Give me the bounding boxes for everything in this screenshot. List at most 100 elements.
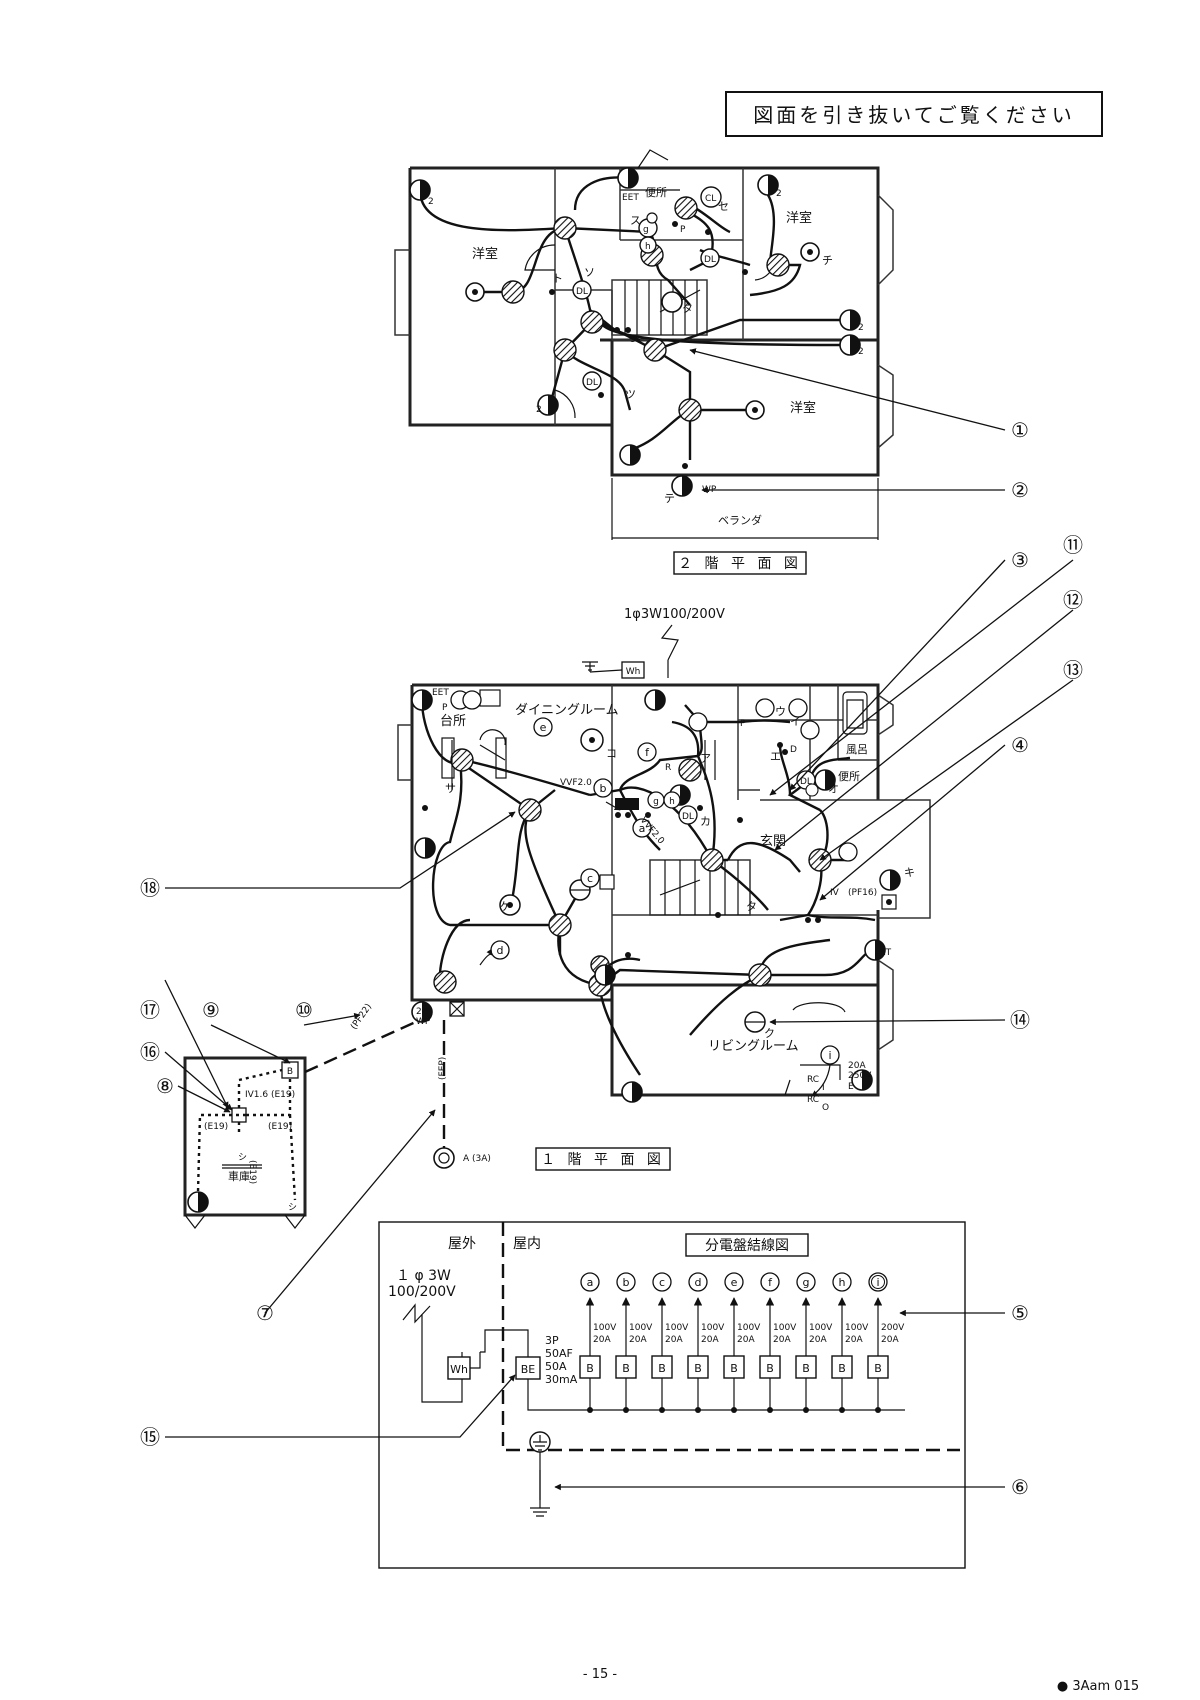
svg-text:B: B xyxy=(287,1067,293,1077)
ceiling-light-cl-icon xyxy=(838,842,858,862)
svg-text:エ: エ xyxy=(770,750,781,763)
svg-text:DL: DL xyxy=(586,378,598,388)
svg-text:2: 2 xyxy=(536,405,542,415)
svg-text:ベランダ: ベランダ xyxy=(718,513,762,527)
svg-text:O: O xyxy=(822,1103,829,1113)
svg-text:(E19): (E19) xyxy=(268,1122,292,1132)
floor1-plan: 1φ3W100/200V Wh xyxy=(183,607,931,1229)
callout-12: ⑫ xyxy=(1063,588,1083,612)
distribution-panel xyxy=(615,798,639,810)
svg-text:玄関: 玄関 xyxy=(760,834,786,849)
svg-text:2: 2 xyxy=(428,197,434,207)
callout-17: ⑰ xyxy=(140,998,160,1022)
branch-current: 20A xyxy=(737,1335,755,1345)
circuit-marker-e: e xyxy=(533,717,553,737)
svg-text:ア: ア xyxy=(700,752,711,765)
svg-text:2: 2 xyxy=(776,189,782,199)
branch-current: 20A xyxy=(845,1335,863,1345)
branch-voltage: 100V xyxy=(701,1323,725,1333)
svg-text:P: P xyxy=(442,703,448,713)
svg-text:台所: 台所 xyxy=(440,714,466,729)
svg-text:WP: WP xyxy=(416,1017,431,1027)
floor1-title: １ 階 平 面 図 xyxy=(541,1152,665,1168)
svg-text:ソ: ソ xyxy=(584,266,595,279)
outlet-icon xyxy=(671,475,693,497)
outlet-icon xyxy=(621,1081,643,1103)
branch-voltage: 100V xyxy=(593,1323,617,1333)
svg-text:ウ: ウ xyxy=(775,705,786,718)
ceiling-light-icon xyxy=(700,848,724,872)
svg-text:車庫: 車庫 xyxy=(228,1169,250,1183)
svg-text:IV1.6 (E19): IV1.6 (E19) xyxy=(245,1090,295,1100)
svg-text:2: 2 xyxy=(858,323,864,333)
outlet-icon xyxy=(814,769,836,791)
panel-diagram: 屋外 屋内 分電盤結線図 １ φ 3W 100/200V Wh BE 3P 50… xyxy=(378,1221,966,1569)
svg-text:(E19): (E19) xyxy=(204,1122,228,1132)
outlet-icon xyxy=(594,964,616,986)
ceiling-light-icon xyxy=(674,196,698,220)
circuit-marker-b: b xyxy=(593,778,613,798)
circuit-marker-f: f xyxy=(637,742,657,762)
branch-circuit-label: a xyxy=(587,1276,594,1289)
svg-text:コ: コ xyxy=(606,747,617,760)
indoor-label: 屋内 xyxy=(513,1236,541,1252)
ceiling-light-icon xyxy=(580,310,604,334)
callout-11: ⑪ xyxy=(1063,533,1083,557)
svg-text:シ: シ xyxy=(288,1203,297,1213)
svg-text:テ: テ xyxy=(664,492,675,505)
svg-text:I: I xyxy=(822,1083,825,1093)
svg-text:DL: DL xyxy=(682,812,694,822)
branch-voltage: 100V xyxy=(845,1323,869,1333)
page-number: - 15 - xyxy=(583,1667,617,1682)
branch-breaker-label: B xyxy=(694,1362,702,1375)
svg-text:キ: キ xyxy=(904,866,915,879)
branch-breaker-label: B xyxy=(766,1362,774,1375)
branch-voltage: 100V xyxy=(629,1323,653,1333)
outlet-icon xyxy=(617,167,639,189)
svg-text:E: E xyxy=(848,1082,854,1092)
branch-circuit-label: i xyxy=(876,1276,879,1289)
outlet-icon xyxy=(839,334,861,356)
svg-text:サ: サ xyxy=(445,782,456,795)
callout-10: ⑩ xyxy=(295,998,313,1022)
outdoor-label: 屋外 xyxy=(448,1236,476,1252)
branch-breaker-label: B xyxy=(802,1362,810,1375)
branch-circuit-label: c xyxy=(659,1276,665,1289)
svg-text:ET: ET xyxy=(880,948,892,958)
svg-text:Wh: Wh xyxy=(626,667,641,677)
branch-breaker-label: B xyxy=(730,1362,738,1375)
svg-text:ツ: ツ xyxy=(625,388,636,401)
svg-text:ト: ト xyxy=(552,272,563,285)
branch-current: 20A xyxy=(809,1335,827,1345)
svg-text:EET: EET xyxy=(622,193,639,203)
ceiling-light-icon xyxy=(553,216,577,240)
branch-breaker-label: B xyxy=(838,1362,846,1375)
bathtub-icon xyxy=(842,691,868,735)
branch-circuit-label: b xyxy=(623,1276,630,1289)
svg-text:100/200V: 100/200V xyxy=(388,1284,456,1300)
svg-text:3: 3 xyxy=(630,335,636,345)
svg-text:タ: タ xyxy=(746,900,757,913)
callout-14: ⑭ xyxy=(1010,1008,1030,1032)
ceiling-light-icon xyxy=(748,963,772,987)
branch-current: 20A xyxy=(593,1335,611,1345)
outlet-icon xyxy=(864,939,886,961)
circuit-marker-d: d xyxy=(490,940,510,960)
svg-text:オ: オ xyxy=(828,782,839,795)
circuit-marker-a: a xyxy=(632,818,652,838)
svg-text:b: b xyxy=(600,782,607,795)
svg-text:2E: 2E xyxy=(416,1007,428,1017)
outlet-icon xyxy=(839,309,861,331)
callout-15: ⑮ xyxy=(140,1425,160,1449)
svg-text:VVF2.0: VVF2.0 xyxy=(560,778,592,788)
svg-text:D: D xyxy=(790,745,797,755)
branch-breaker-label: B xyxy=(874,1362,882,1375)
svg-text:P: P xyxy=(740,719,746,729)
svg-text:c: c xyxy=(587,872,593,885)
branch-current: 20A xyxy=(629,1335,647,1345)
svg-text:Wh: Wh xyxy=(450,1363,468,1376)
pendant-icon xyxy=(661,291,683,313)
